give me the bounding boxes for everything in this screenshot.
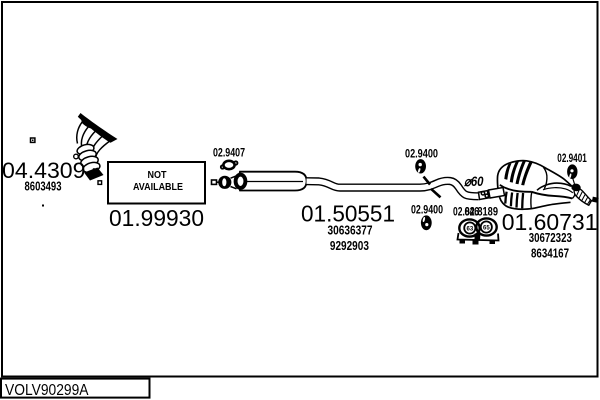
- svg-text:8634167: 8634167: [531, 247, 569, 261]
- svg-text:02.9400: 02.9400: [411, 203, 443, 217]
- svg-text:02.9407: 02.9407: [213, 146, 245, 160]
- svg-text:01.99930: 01.99930: [109, 205, 204, 231]
- svg-text:01.50551: 01.50551: [301, 201, 395, 227]
- svg-text:01.60731: 01.60731: [502, 209, 598, 235]
- svg-text:02.8189: 02.8189: [465, 205, 499, 219]
- svg-text:NOT: NOT: [148, 170, 167, 181]
- svg-text:⌀60: ⌀60: [464, 174, 484, 189]
- svg-text:VOLV90299A: VOLV90299A: [5, 382, 89, 399]
- svg-text:04.4309: 04.4309: [2, 158, 86, 183]
- svg-text:02.846: 02.846: [453, 205, 479, 219]
- svg-text:30636377: 30636377: [328, 223, 373, 237]
- svg-text:30672323: 30672323: [529, 231, 572, 245]
- svg-text:8603493: 8603493: [25, 180, 62, 194]
- svg-text:02.9400: 02.9400: [405, 147, 438, 161]
- svg-text:65: 65: [483, 226, 490, 232]
- svg-text:02.9401: 02.9401: [557, 151, 587, 165]
- svg-text:63: 63: [467, 227, 474, 233]
- svg-text:AVAILABLE: AVAILABLE: [133, 182, 183, 193]
- svg-text:9292903: 9292903: [330, 239, 369, 253]
